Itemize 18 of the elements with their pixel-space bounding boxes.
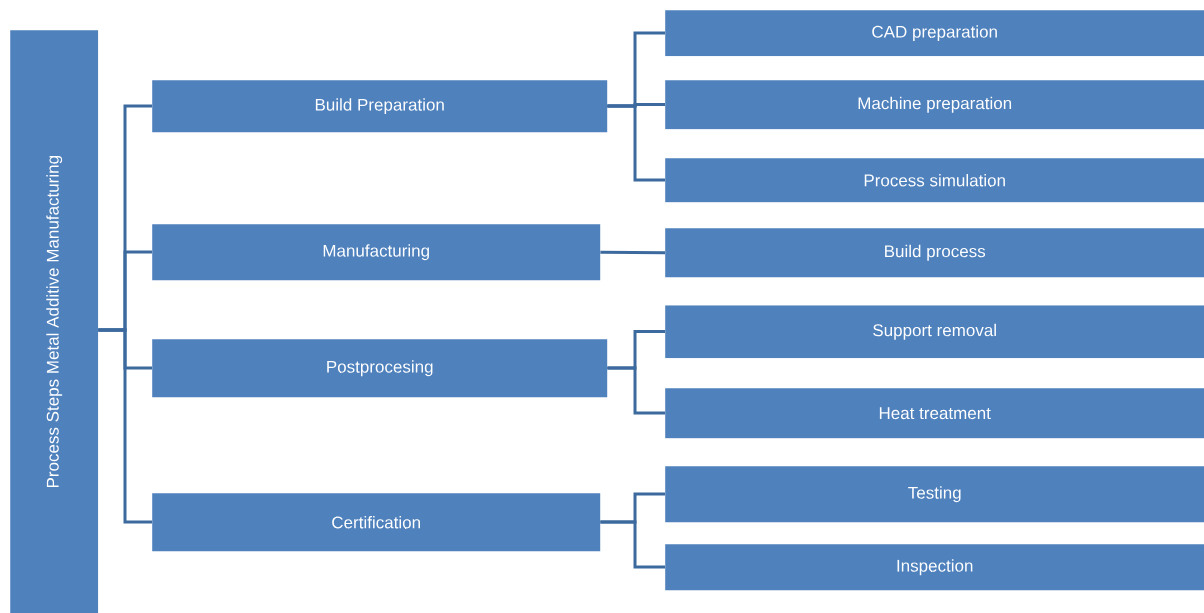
process-box: CAD preparation — [665, 10, 1204, 57]
process-box: Certification — [152, 493, 601, 552]
connector-line — [600, 250, 666, 255]
connector-line — [600, 520, 665, 569]
process-box: Testing — [665, 466, 1204, 523]
connector-line — [607, 366, 665, 415]
process-box: Machine preparation — [665, 80, 1204, 130]
process-box: Manufacturing — [152, 224, 601, 281]
connector-line — [98, 328, 152, 524]
process-box: Build process — [665, 228, 1204, 278]
process-box: Build Preparation — [152, 80, 608, 133]
process-box: Postprocesing — [152, 339, 608, 398]
title-bar: Process Steps Metal Additive Manufacturing — [10, 30, 99, 613]
process-box: Inspection — [665, 544, 1204, 591]
process-box: Heat treatment — [665, 388, 1204, 439]
process-box: Support removal — [665, 305, 1204, 359]
connector-line — [607, 104, 665, 182]
process-box: Process simulation — [665, 158, 1204, 203]
